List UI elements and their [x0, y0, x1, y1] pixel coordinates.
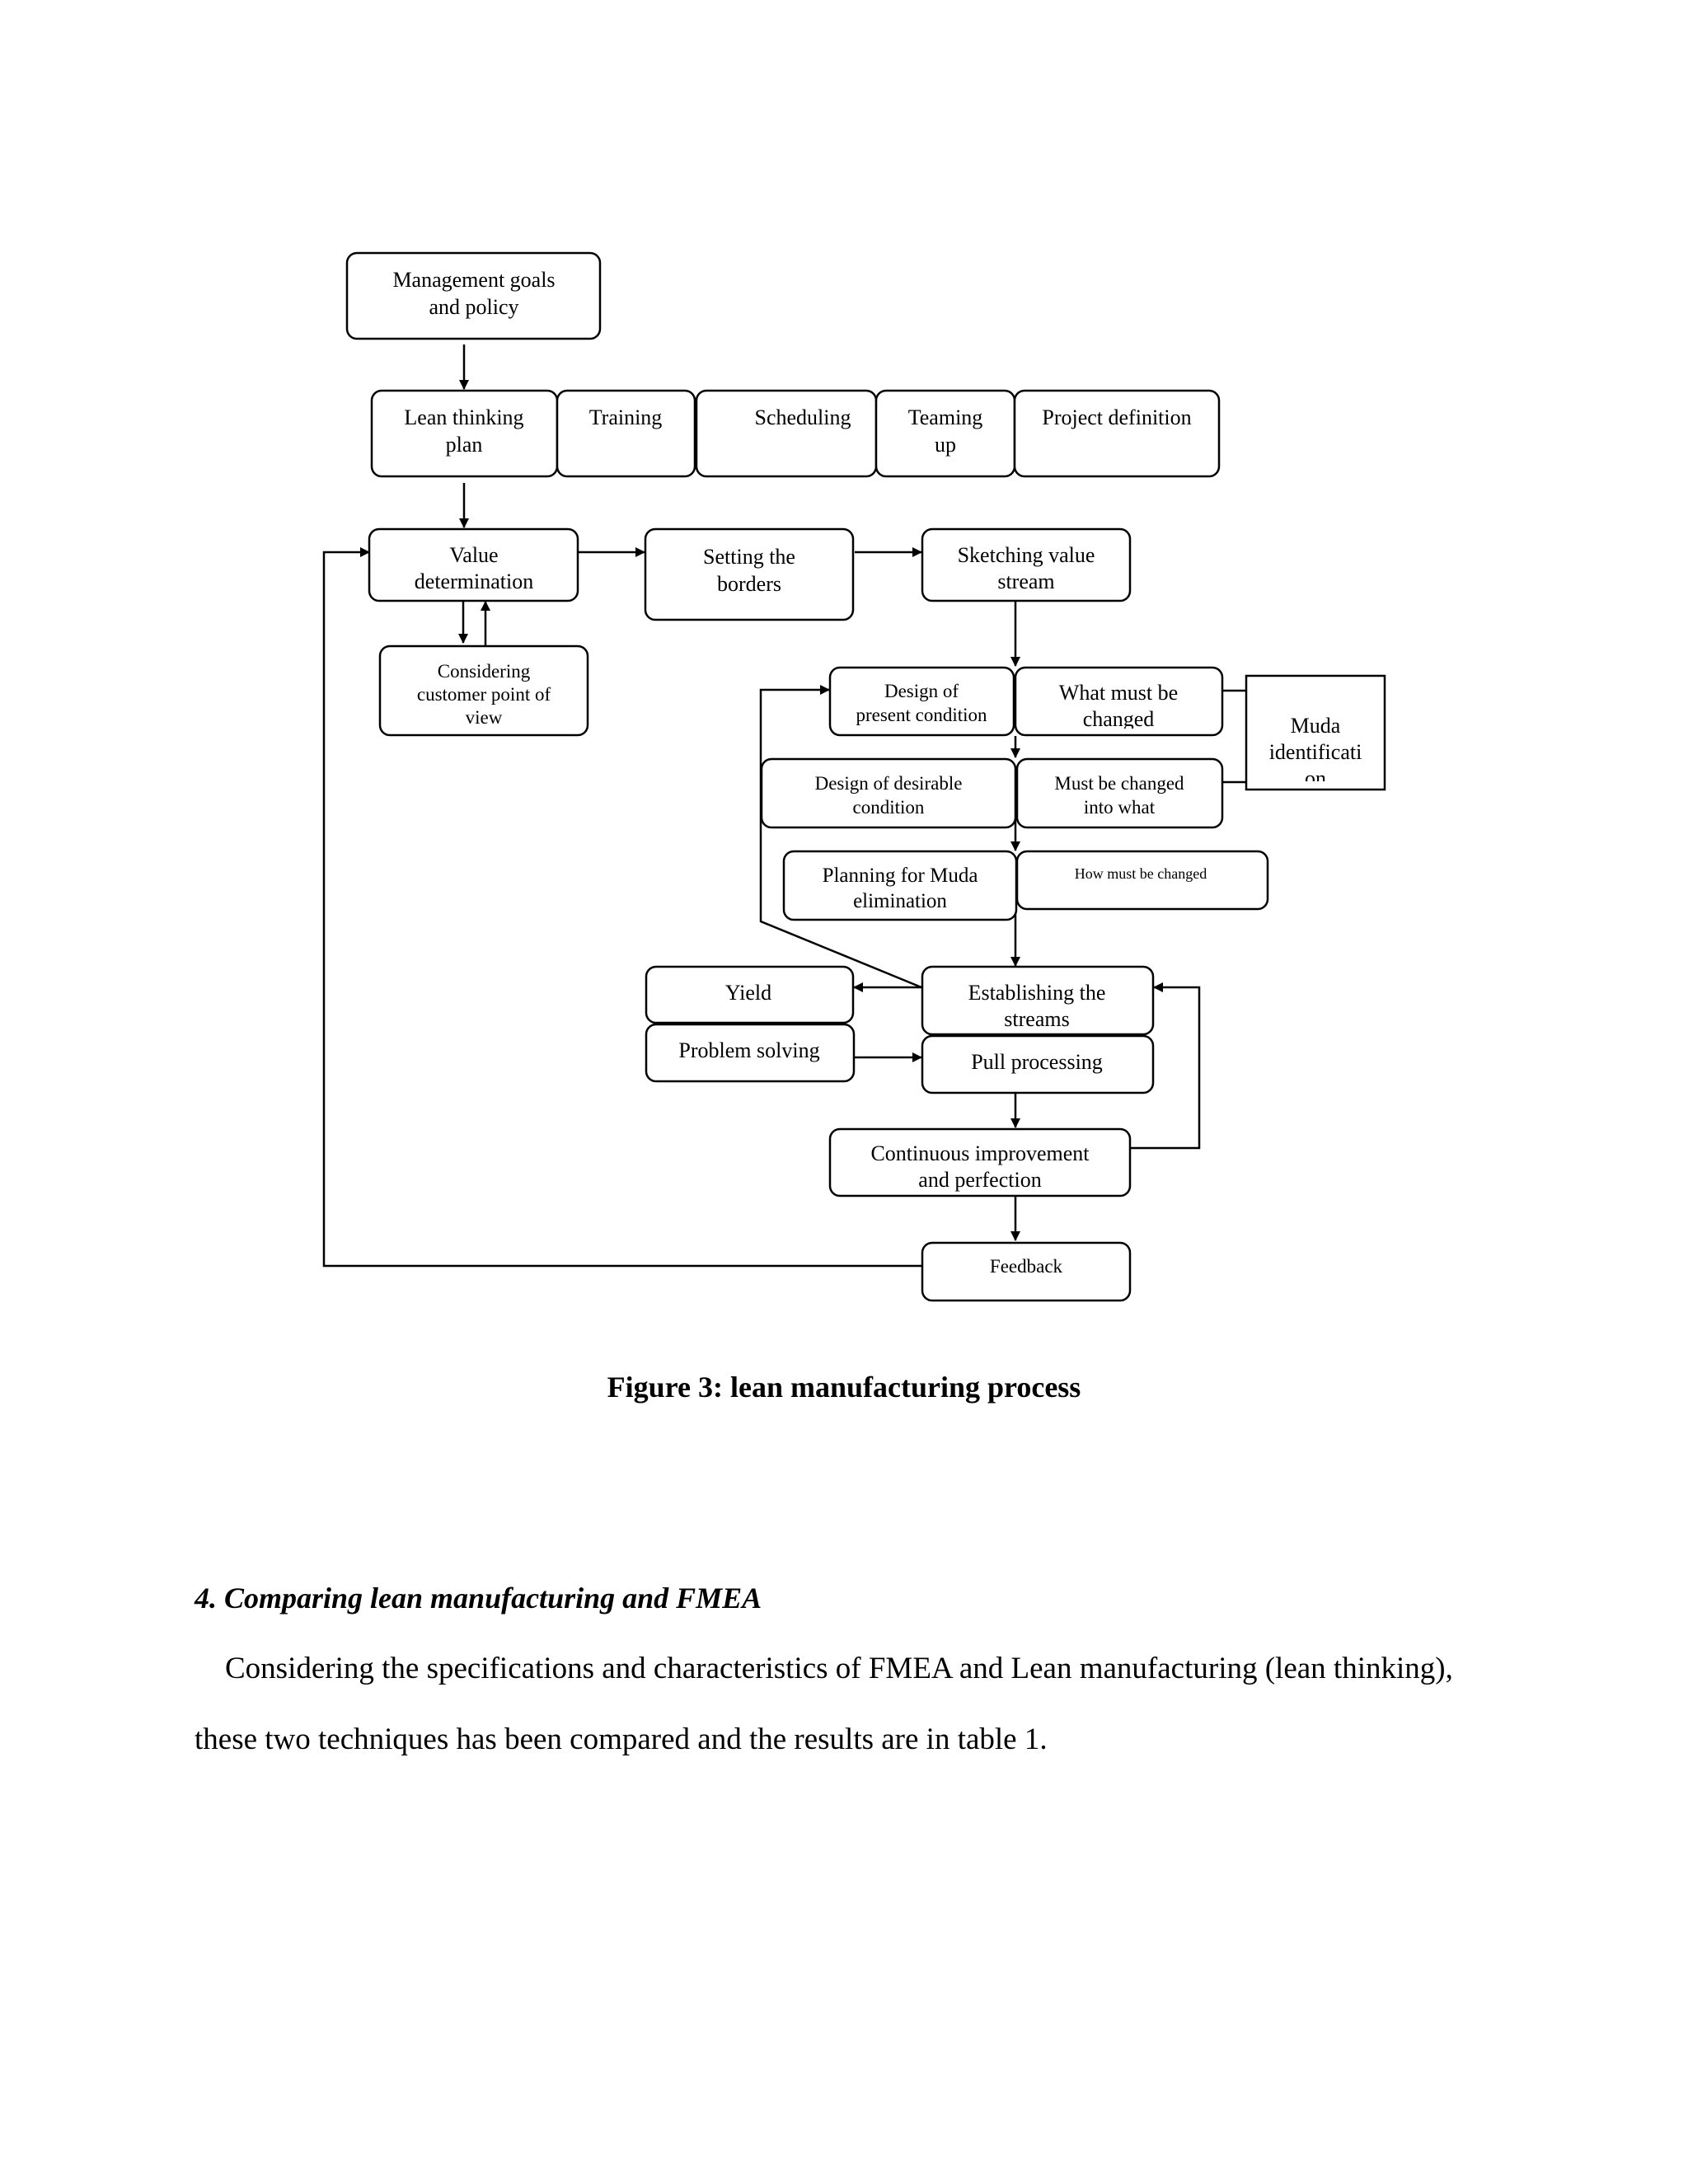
label-how-must-be-changed: How must be changed [1075, 865, 1207, 882]
box-design-desirable [760, 757, 1017, 829]
box-feedback [921, 1241, 1132, 1302]
box-how-must-be-changed [1015, 850, 1269, 911]
box-establishing-streams [921, 965, 1155, 1036]
label-project-definition: Project definition [1042, 405, 1191, 429]
section-heading: 4. Comparing lean manufacturing and FMEA [195, 1582, 762, 1615]
box-yield [645, 965, 855, 1024]
paragraph-line-1: Considering the specifications and chara… [225, 1652, 1453, 1685]
label-problem-solving: Problem solving [678, 1038, 819, 1062]
label-pull-processing: Pull processing [971, 1050, 1103, 1074]
box-must-be-changed-into [1015, 757, 1224, 829]
label-training: Training [589, 405, 663, 429]
box-setting-borders [644, 527, 855, 621]
box-problem-solving [645, 1023, 856, 1083]
connectors [322, 344, 1245, 1268]
line-feedback-to-value [322, 547, 921, 1268]
box-value-determination [368, 527, 579, 602]
line-continuous-to-estab [1130, 982, 1201, 1150]
box-what-must-be-changed [1014, 666, 1224, 737]
figure-caption: Figure 3: lean manufacturing process [607, 1371, 1081, 1404]
box-sketching-value-stream [921, 527, 1132, 602]
label-scheduling: Scheduling [755, 405, 851, 429]
boxes [345, 251, 1386, 1302]
box-design-present [828, 666, 1015, 737]
box-pull-processing [921, 1034, 1155, 1094]
box-considering-customer [378, 644, 589, 737]
paragraph-line-2: these two techniques has been compared a… [195, 1722, 1048, 1756]
box-continuous-improvement [828, 1127, 1132, 1197]
box-training [556, 389, 696, 478]
label-yield: Yield [725, 981, 771, 1005]
label-feedback: Feedback [990, 1256, 1063, 1277]
box-project-definition [1013, 389, 1221, 478]
box-muda-identification [1245, 674, 1386, 791]
box-management-goals [345, 251, 602, 340]
box-scheduling [695, 389, 878, 478]
